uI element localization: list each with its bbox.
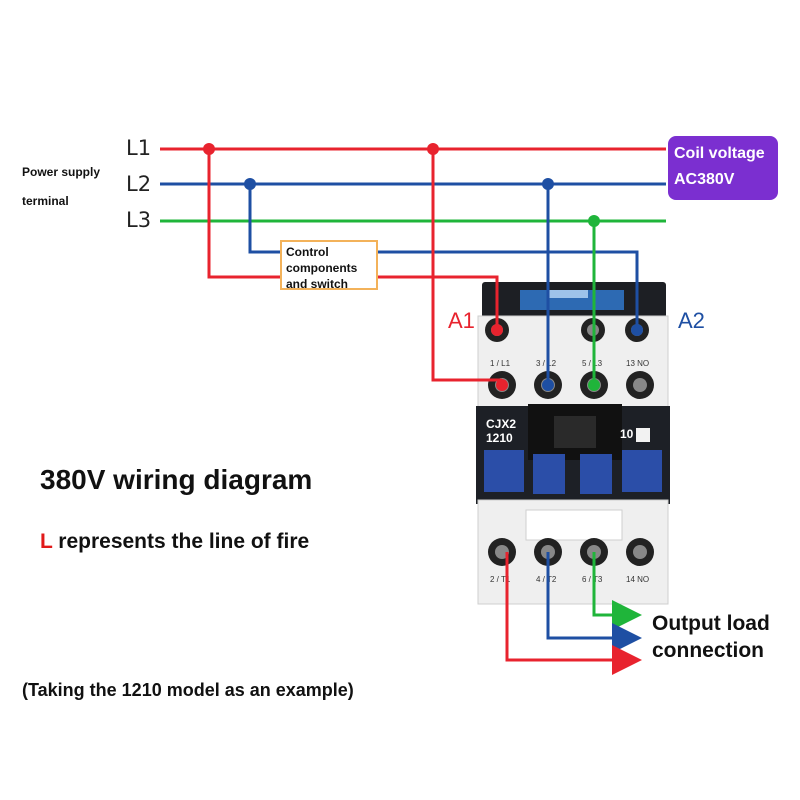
control-line1: Control [286, 245, 329, 259]
model-line1: CJX2 [486, 417, 516, 431]
t3-output-wire [592, 552, 642, 630]
subtitle-text: represents the line of fire [52, 530, 310, 553]
coil-voltage-badge: Coil voltage AC380V [668, 136, 778, 200]
terminal-dot [491, 324, 503, 336]
bottom-pin-3: 6 / T3 [582, 575, 603, 584]
model-code: 10 [620, 427, 634, 441]
top-pin-2: 3 / L2 [536, 359, 557, 368]
a2-blue-wire [378, 250, 639, 330]
terminal-dot [496, 379, 508, 391]
l1-main-wire [431, 149, 502, 382]
a2-label: A2 [678, 308, 705, 333]
junction-dot [542, 178, 554, 190]
junction-dot [588, 215, 600, 227]
bottom-pin-4: 14 NO [626, 575, 649, 584]
junction-dot [427, 143, 439, 155]
contactor-body [476, 282, 670, 605]
model-line2: 1210 [486, 431, 513, 445]
example-note: (Taking the 1210 model as an example) [22, 680, 354, 700]
bottom-pin-1: 2 / T1 [490, 575, 511, 584]
top-pin-4: 13 NO [626, 359, 649, 368]
terminal-dot [542, 379, 554, 391]
output-load-label: Output load connection [652, 610, 770, 664]
control-components-box: Control components and switch [280, 240, 378, 291]
top-pin-1: 1 / L1 [490, 359, 511, 368]
control-blue-wire [248, 184, 280, 254]
l2-label: L2 [126, 172, 152, 196]
t1-output-wire [505, 552, 642, 675]
l1-label: L1 [126, 136, 152, 160]
junction-dot [203, 143, 215, 155]
l3-label: L3 [126, 208, 152, 232]
junction-dot [244, 178, 256, 190]
a1-label: A1 [448, 308, 475, 333]
subtitle-letter: L [40, 530, 53, 553]
diagram-title: 380V wiring diagram [40, 464, 313, 495]
power-supply-label-2: terminal [22, 194, 69, 208]
coil-voltage-line1: Coil voltage [674, 145, 765, 162]
output-line2: connection [652, 639, 765, 662]
control-line2: components [286, 261, 358, 275]
power-supply-label: Power supply [22, 165, 101, 179]
terminal-dot [631, 324, 643, 336]
a1-red-wire [378, 275, 499, 330]
output-line1: Output load [652, 612, 770, 635]
diagram-subtitle: L represents the line of fire [40, 530, 309, 554]
terminal-dot [588, 379, 600, 391]
control-red-wire [207, 149, 280, 279]
top-pin-3: 5 / L3 [582, 359, 603, 368]
control-line3: and switch [286, 277, 349, 291]
t2-output-wire [546, 552, 642, 653]
bottom-pin-2: 4 / T2 [536, 575, 557, 584]
coil-voltage-line2: AC380V [674, 171, 735, 188]
